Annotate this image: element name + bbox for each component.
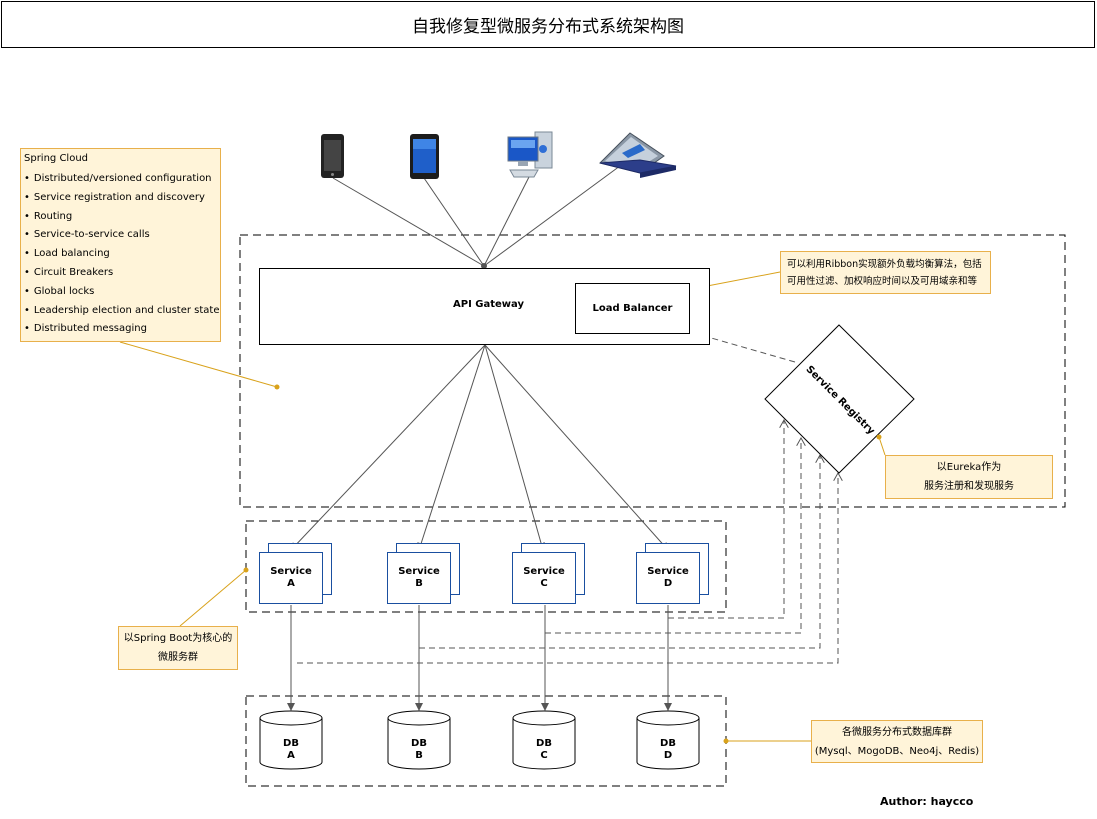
feature-item: Global locks bbox=[24, 283, 217, 302]
spring-cloud-feature-list: Distributed/versioned configuration Serv… bbox=[24, 170, 220, 339]
db-a-id: A bbox=[287, 750, 295, 761]
spring-boot-note-line2: 微服务群 bbox=[158, 652, 198, 663]
spring-cloud-note: Spring Cloud Distributed/versioned confi… bbox=[20, 148, 221, 342]
service-d-box: Service D bbox=[636, 552, 700, 604]
feature-item: Service registration and discovery bbox=[24, 189, 217, 208]
services-frame bbox=[245, 520, 727, 613]
service-c-label: Service bbox=[523, 566, 565, 577]
service-c-box: Service C bbox=[512, 552, 576, 604]
eureka-note: 以Eureka作为 服务注册和发现服务 bbox=[885, 455, 1053, 499]
service-a-box: Service A bbox=[259, 552, 323, 604]
service-db-links bbox=[287, 605, 672, 711]
db-a-title: DB bbox=[283, 738, 299, 749]
diagram-title: 自我修复型微服务分布式系统架构图 bbox=[1, 1, 1095, 48]
desktop-computer-icon bbox=[507, 131, 553, 178]
db-c-title: DB bbox=[536, 738, 552, 749]
spring-boot-note: 以Spring Boot为核心的 微服务群 bbox=[118, 626, 238, 670]
db-d-title: DB bbox=[660, 738, 676, 749]
feature-item: Distributed/versioned configuration bbox=[24, 170, 217, 189]
feature-item: Routing bbox=[24, 208, 217, 227]
service-a-label: Service bbox=[270, 566, 312, 577]
service-c-id: C bbox=[540, 578, 548, 589]
service-d-id: D bbox=[663, 578, 673, 589]
db-c-label: DB C bbox=[513, 738, 575, 762]
service-d-label: Service bbox=[647, 566, 689, 577]
eureka-note-line2: 服务注册和发现服务 bbox=[924, 481, 1014, 492]
ribbon-note: 可以利用Ribbon实现额外负载均衡算法，包括 可用性过滤、加权响应时间以及可用… bbox=[780, 251, 991, 294]
database-note-line1: 各微服务分布式数据库群 bbox=[842, 726, 952, 738]
database-note: 各微服务分布式数据库群 (Mysql、MogoDB、Neo4j、Redis) bbox=[811, 720, 983, 763]
author-credit: Author: haycco bbox=[880, 795, 974, 808]
db-b-label: DB B bbox=[388, 738, 450, 762]
feature-item: Distributed messaging bbox=[24, 320, 217, 339]
db-cylinder-d bbox=[636, 710, 700, 770]
gateway-service-links bbox=[290, 344, 669, 551]
spring-boot-note-line1: 以Spring Boot为核心的 bbox=[123, 633, 233, 644]
eureka-note-line1: 以Eureka作为 bbox=[936, 462, 1002, 473]
feature-item: Load balancing bbox=[24, 245, 217, 264]
database-note-line2: (Mysql、MogoDB、Neo4j、Redis) bbox=[814, 745, 980, 757]
db-cylinder-a bbox=[259, 710, 323, 770]
feature-item: Circuit Breakers bbox=[24, 264, 217, 283]
laptop-icon bbox=[599, 132, 677, 178]
service-b-box: Service B bbox=[387, 552, 451, 604]
load-balancer-label: Load Balancer bbox=[592, 303, 673, 314]
ribbon-note-line2: 可用性过滤、加权响应时间以及可用域亲和等 bbox=[787, 276, 978, 287]
gateway-entry-dot bbox=[481, 263, 487, 269]
db-d-id: D bbox=[663, 750, 673, 761]
feature-item: Leadership election and cluster state bbox=[24, 302, 220, 321]
load-balancer-box: Load Balancer bbox=[575, 283, 690, 334]
api-gateway-label: API Gateway bbox=[453, 299, 524, 310]
db-a-label: DB A bbox=[260, 738, 322, 762]
db-cylinder-c bbox=[512, 710, 576, 770]
ribbon-note-line1: 可以利用Ribbon实现额外负载均衡算法，包括 bbox=[787, 259, 982, 270]
platform-frame bbox=[239, 234, 1066, 508]
phone-black-icon bbox=[321, 134, 344, 178]
db-c-id: C bbox=[540, 750, 548, 761]
note-connector-dots bbox=[243, 294, 882, 744]
service-b-label: Service bbox=[398, 566, 440, 577]
service-registry-shape bbox=[764, 324, 915, 474]
service-b-id: B bbox=[415, 578, 423, 589]
db-b-title: DB bbox=[411, 738, 427, 749]
client-links bbox=[332, 162, 625, 267]
db-cylinder-b bbox=[387, 710, 451, 770]
registration-links bbox=[297, 321, 838, 664]
db-b-id: B bbox=[415, 750, 423, 761]
db-d-label: DB D bbox=[637, 738, 699, 762]
feature-item: Service-to-service calls bbox=[24, 226, 217, 245]
phone-blue-icon bbox=[410, 134, 439, 179]
spring-cloud-title: Spring Cloud bbox=[24, 153, 89, 164]
service-a-id: A bbox=[287, 578, 295, 589]
